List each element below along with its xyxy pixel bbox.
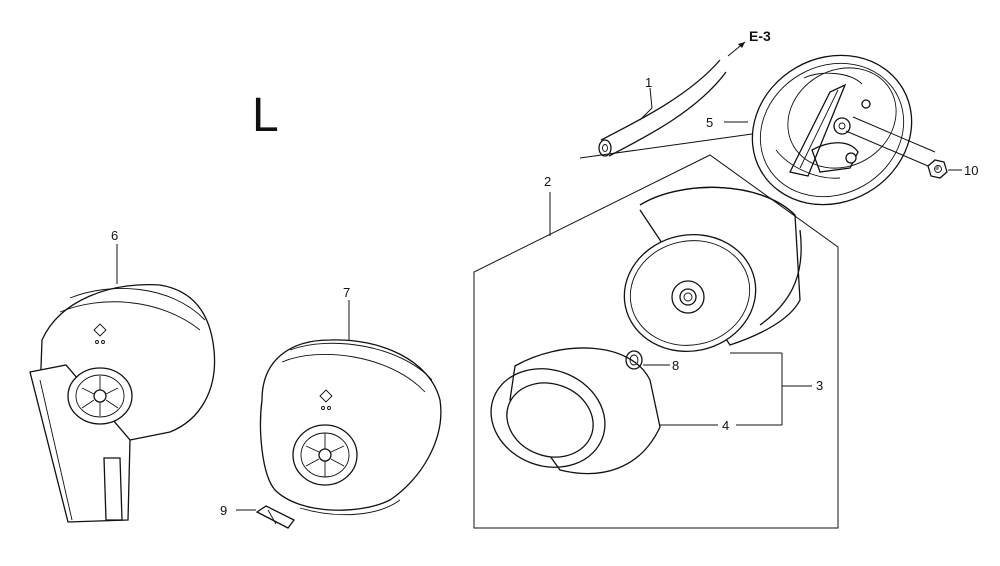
reference-label: E-3 (749, 28, 771, 44)
air-cleaner-cover-with-duct (29, 284, 216, 523)
callout-6: 6 (111, 228, 118, 243)
callout-4: 4 (722, 418, 729, 433)
breather-tube (598, 59, 727, 157)
callout-3: 3 (816, 378, 823, 393)
nut-leader-b (845, 130, 929, 167)
callout-8: 8 (672, 358, 679, 373)
air-cleaner-base (751, 54, 913, 206)
reference-arrow-head (738, 42, 745, 48)
callout-9: 9 (220, 503, 227, 518)
side-letter: L (252, 89, 279, 142)
callout-5: 5 (706, 115, 713, 130)
callout-1-leader-b (639, 107, 653, 121)
tube-to-base-leader (579, 133, 753, 159)
foam-element (490, 347, 661, 475)
flange-nut (927, 159, 948, 179)
callout-10: 10 (964, 163, 978, 178)
air-cleaner-cover (259, 339, 442, 516)
clip (255, 505, 295, 529)
callout-1-leader (649, 87, 653, 109)
callout-7: 7 (343, 285, 350, 300)
callout-1: 1 (645, 75, 652, 90)
callout-2: 2 (544, 174, 551, 189)
nut-leader-a (852, 116, 936, 153)
paper-element (623, 186, 802, 353)
